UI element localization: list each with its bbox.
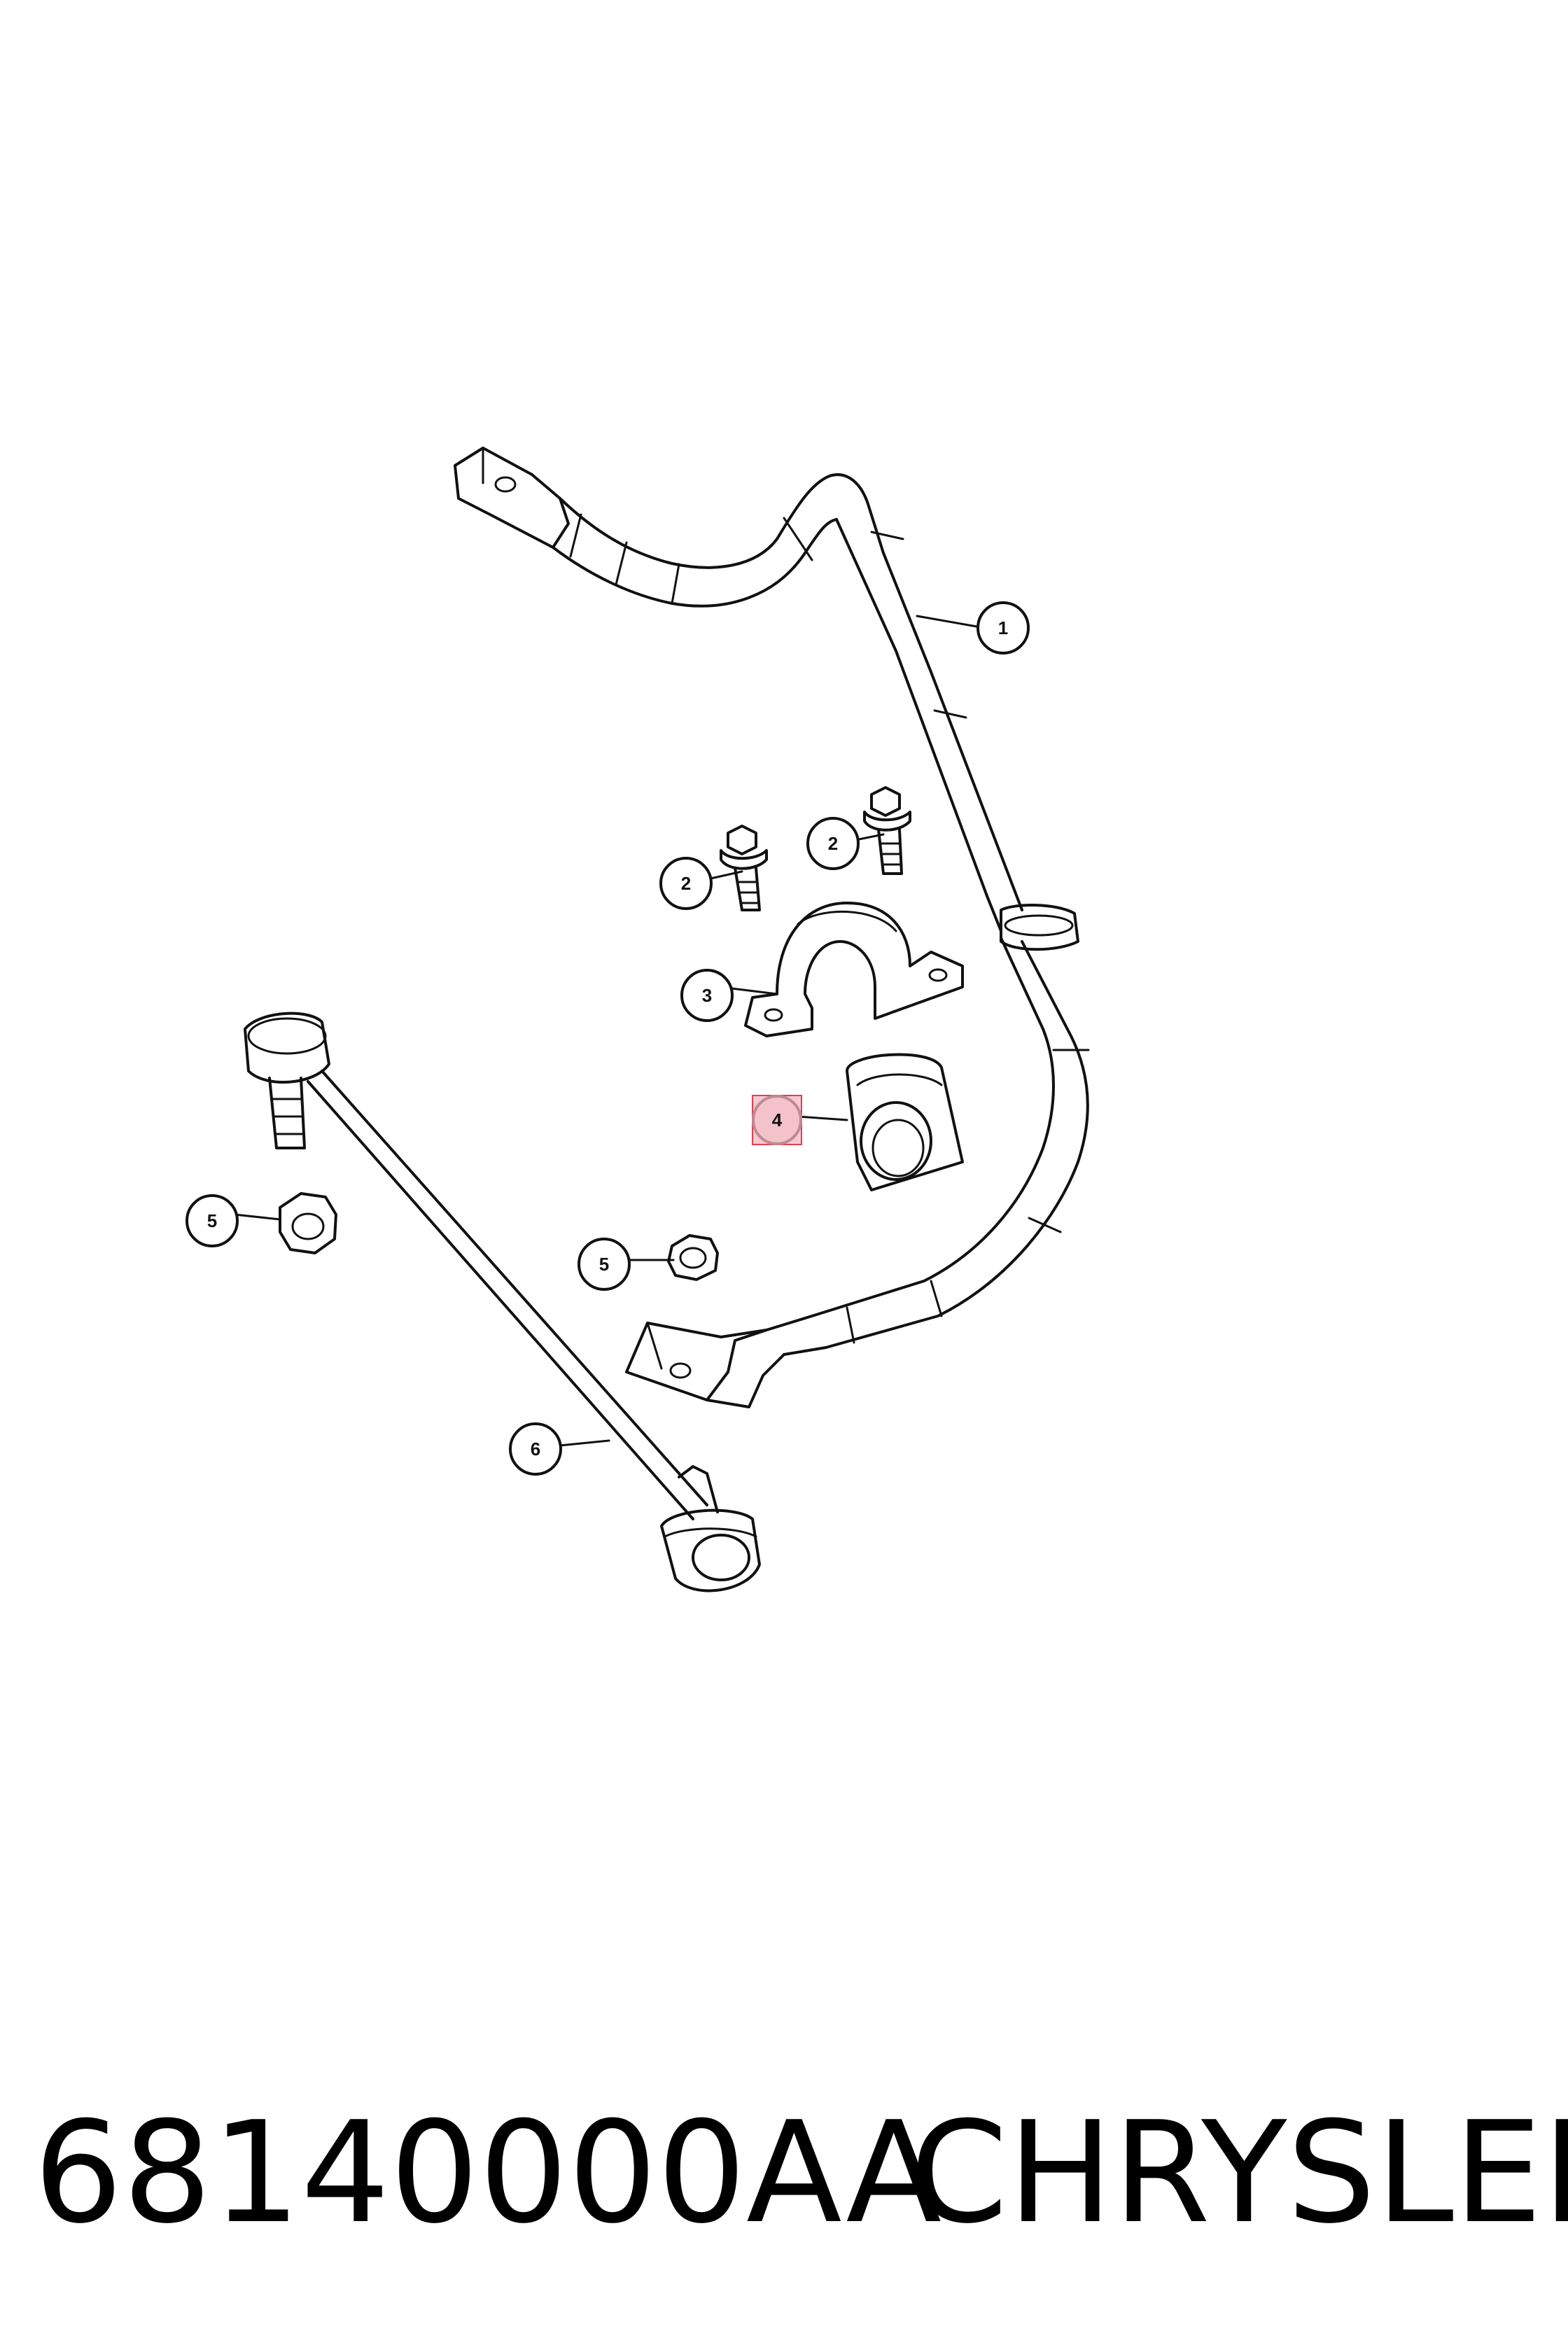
stabilizer-bar — [454, 447, 1090, 1408]
bolt-left — [720, 825, 768, 911]
callout-label: 6 — [531, 1438, 540, 1460]
callout-3: 3 — [680, 969, 734, 1022]
callout-label: 5 — [599, 1254, 609, 1275]
callout-5-left: 5 — [186, 1194, 239, 1247]
callout-4: 4 — [752, 1095, 802, 1145]
stabilizer-bushing — [846, 1053, 964, 1191]
nut-left — [279, 1192, 337, 1254]
leader-lines — [233, 615, 978, 1447]
callout-6: 6 — [509, 1422, 562, 1476]
callout-label: 1 — [998, 617, 1008, 638]
callout-2-right: 2 — [806, 817, 860, 870]
callout-label: 2 — [828, 833, 838, 854]
bushing-clamp — [744, 902, 964, 1037]
callout-label: 5 — [207, 1210, 217, 1231]
nut-right — [667, 1234, 719, 1281]
part-number: 68140000AA — [34, 2092, 942, 2255]
callout-label: 3 — [702, 985, 712, 1006]
callout-2-left: 2 — [659, 857, 713, 910]
brand-name: CHRYSLER — [910, 2092, 1568, 2255]
callout-label: 4 — [772, 1110, 783, 1130]
callout-1: 1 — [976, 601, 1030, 654]
bolt-right — [863, 786, 911, 875]
callout-5-right: 5 — [578, 1238, 631, 1291]
stabilizer-link — [244, 1011, 761, 1592]
callout-label: 2 — [681, 873, 691, 894]
